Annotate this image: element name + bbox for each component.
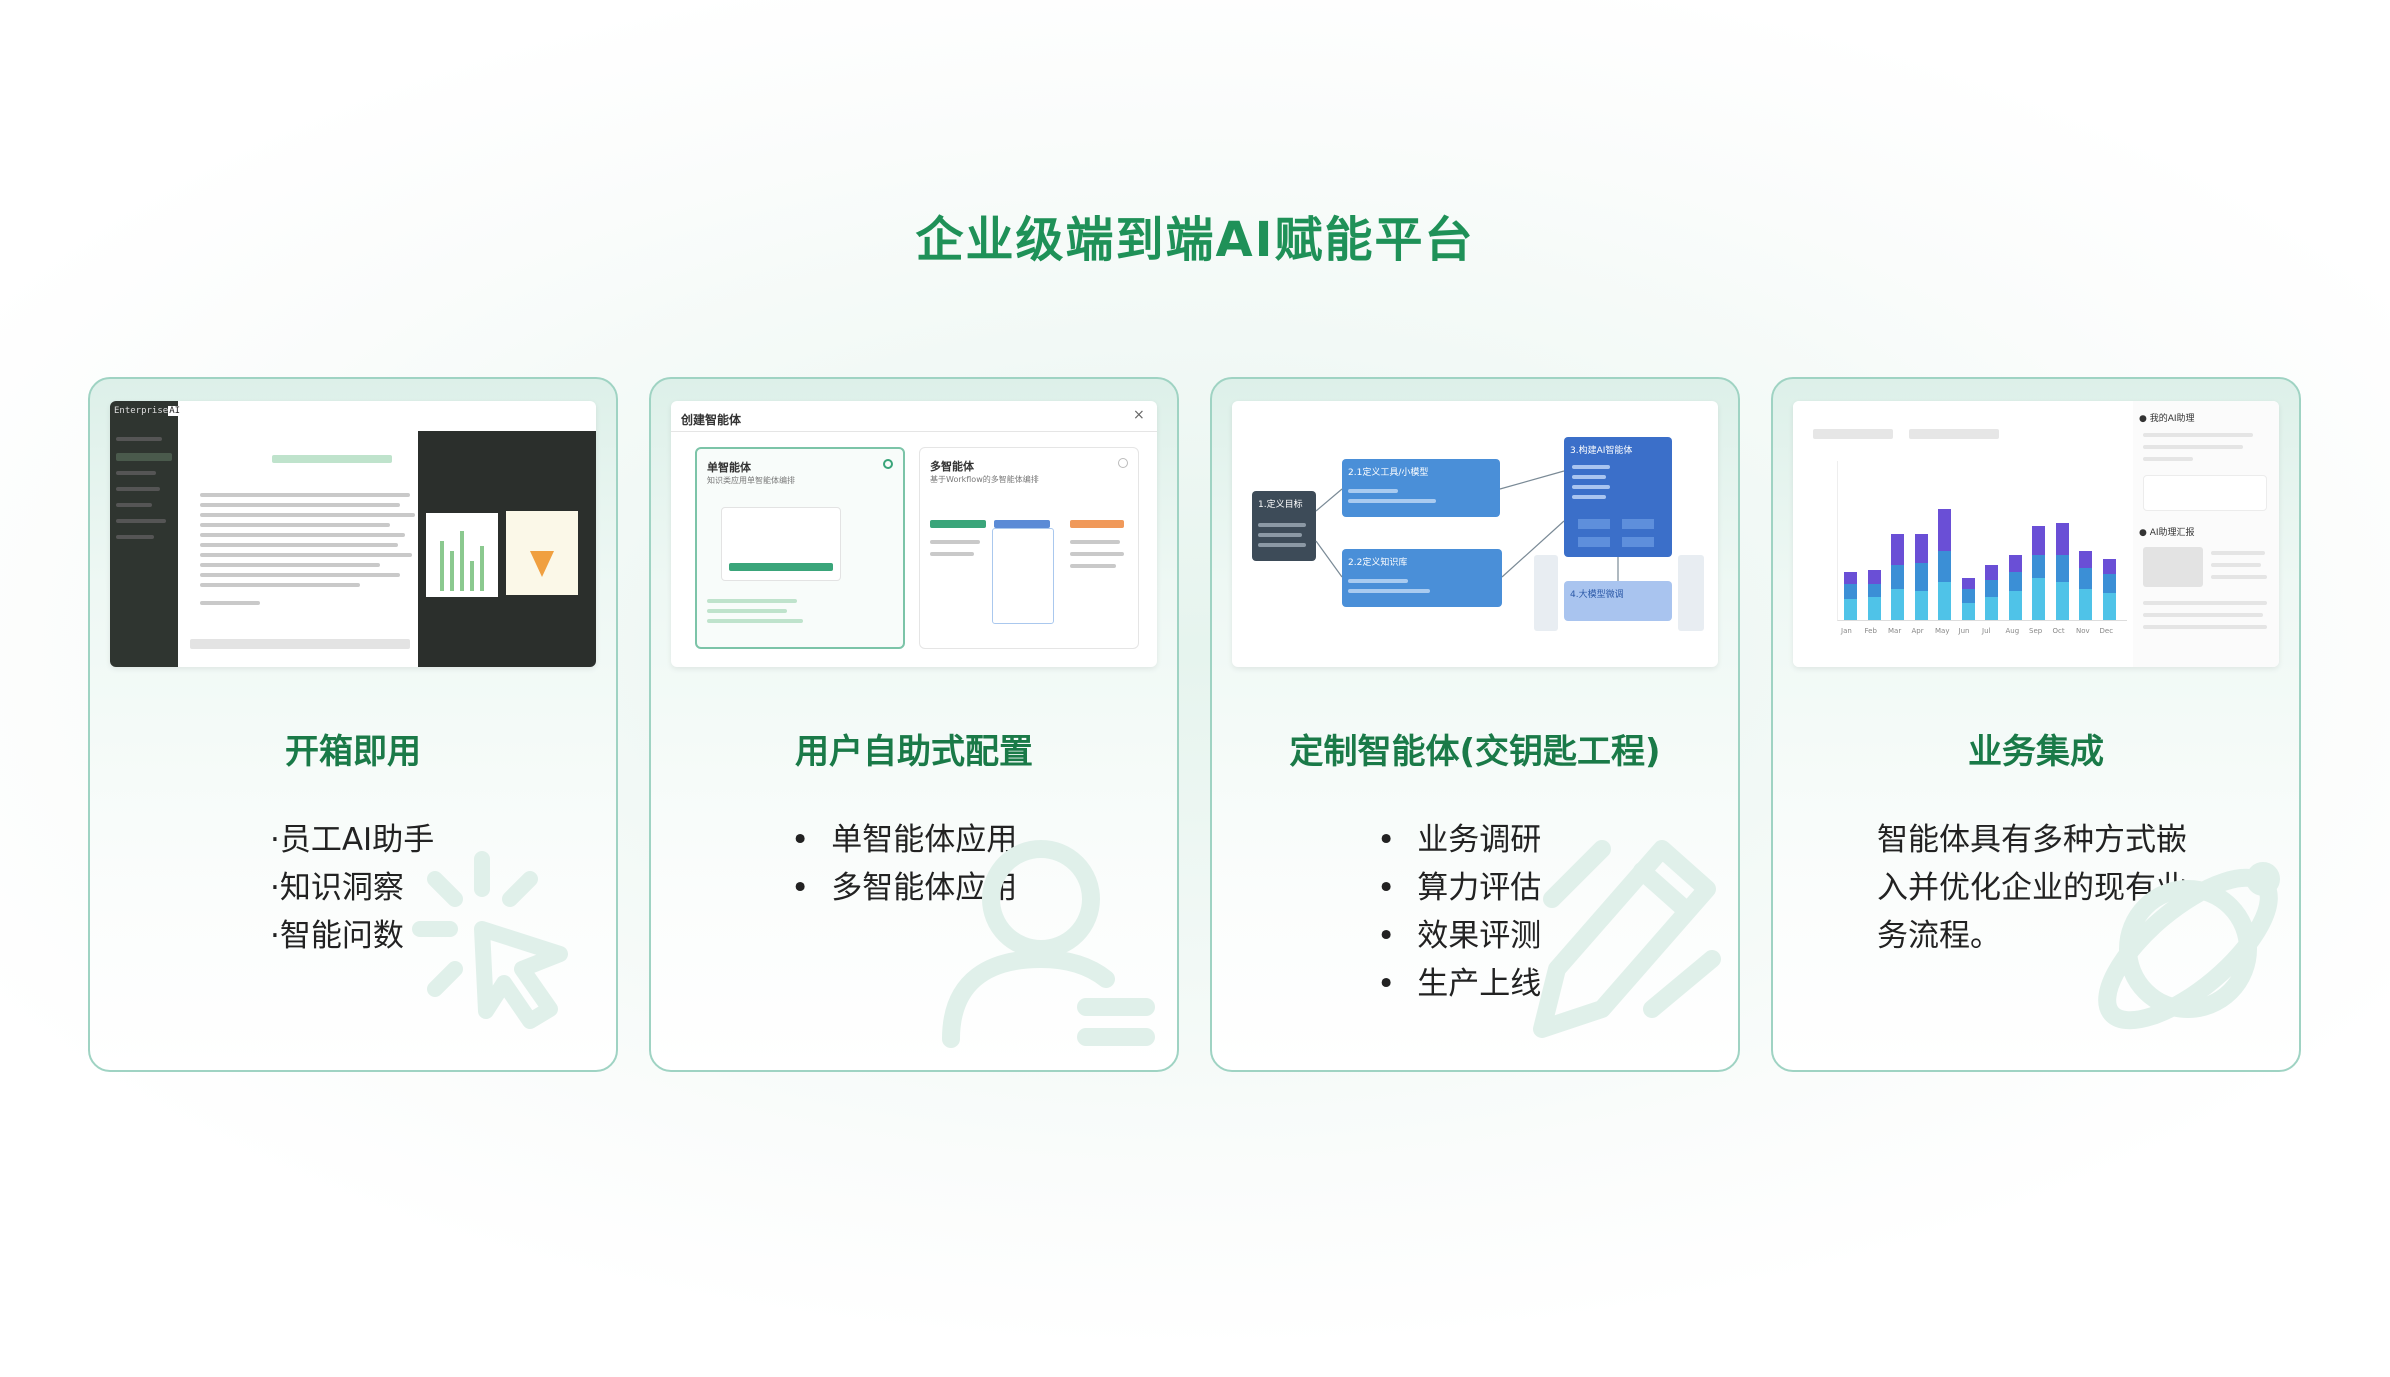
chart-bar — [1891, 565, 1904, 589]
chart-bar — [1985, 580, 1998, 597]
chart-bar — [1961, 603, 1975, 620]
chart-bar — [1961, 578, 1975, 589]
chart-area: Jan Feb Mar Apr May Jun Jul Aug Sep Oct Nov Dec — [1793, 401, 2133, 667]
list-item: ·智能问数 — [270, 918, 404, 954]
list-item: ·员工AI助手 — [270, 822, 435, 858]
option-multi-agent[interactable]: 多智能体 基于Workflow的多智能体编排 — [919, 447, 1139, 649]
month-tick-label: Jan — [1841, 627, 1852, 635]
list-item: 业务调研 — [1377, 816, 1541, 864]
chart-bar — [2079, 550, 2092, 568]
chart-bar — [2055, 554, 2069, 583]
chart-bar — [2032, 554, 2045, 578]
card-title: 开箱即用 — [285, 732, 421, 772]
chart-bar — [2032, 578, 2045, 620]
chart-bar — [1867, 569, 1881, 585]
feature-list: 单智能体应用 多智能体应用 — [791, 816, 1017, 912]
card-out-of-box[interactable]: EnterpriseAI — [88, 377, 618, 1072]
chart-bar — [2008, 590, 2022, 620]
chart-bar — [2079, 588, 2092, 620]
chart-bar — [2079, 567, 2092, 589]
screenshot-create-agent: 创建智能体 × 单智能体 知识类应用单智能体编排 多智能体 基于Workflow… — [671, 401, 1157, 667]
chart-bar — [2032, 525, 2045, 555]
chart-bar — [1914, 533, 1928, 564]
chart-bar — [1867, 596, 1881, 620]
month-tick-label: Oct — [2052, 627, 2065, 635]
step-build-agent: 3.构建AI智能体 — [1564, 437, 1672, 557]
list-item: ·知识洞察 — [270, 870, 404, 906]
step-define-knowledge: 2.2定义知识库 — [1342, 549, 1502, 607]
pencil-ruler-icon — [1533, 840, 1721, 1038]
chart-bar — [2008, 554, 2022, 572]
chart-bar — [2055, 582, 2069, 620]
chart-bar — [1844, 584, 1857, 599]
list-item: 效果评测 — [1377, 912, 1541, 960]
list-item: 多智能体应用 — [791, 864, 1017, 912]
month-tick-label: Dec — [2099, 627, 2114, 635]
chart-bar — [2008, 571, 2022, 591]
step-define-goal: 1.定义目标 — [1252, 491, 1316, 561]
chart-bar — [1891, 533, 1904, 566]
month-tick-label: May — [1935, 627, 1950, 635]
card-title: 业务集成 — [1968, 732, 2104, 772]
chart-bar — [2102, 592, 2116, 620]
chart-bar — [1938, 550, 1951, 583]
chart-bar — [2055, 523, 2069, 555]
month-tick-label: Feb — [1864, 627, 1877, 635]
report-label: ● AI助理汇报 — [2139, 528, 2195, 538]
chart-bar — [1914, 563, 1928, 591]
list-item: 算力评估 — [1377, 864, 1541, 912]
assistant-label: ● 我的AI助理 — [2139, 414, 2195, 424]
month-tick-label: Jul — [1982, 627, 1991, 635]
step-define-tools: 2.1定义工具/小模型 — [1342, 459, 1500, 517]
chart-bar — [1985, 596, 1998, 620]
chart-bar — [1867, 584, 1881, 597]
chart-bar — [1938, 508, 1951, 551]
image-preview-panel — [418, 431, 596, 667]
card-title: 定制智能体(交钥匙工程) — [1289, 732, 1661, 772]
month-tick-label: Nov — [2076, 627, 2090, 635]
chart-bar — [1938, 582, 1951, 620]
close-icon[interactable]: × — [1133, 407, 1145, 423]
app-sidebar: EnterpriseAI — [110, 401, 182, 667]
list-item: 生产上线 — [1377, 960, 1541, 1008]
month-tick-label: Aug — [2005, 627, 2020, 635]
chart-bar — [2102, 573, 2116, 593]
feature-list: 业务调研 算力评估 效果评测 生产上线 — [1377, 816, 1541, 1008]
month-tick-label: Mar — [1888, 627, 1902, 635]
chart-bar — [1914, 590, 1928, 620]
card-title: 用户自助式配置 — [795, 732, 1033, 772]
list-item: 单智能体应用 — [791, 816, 1017, 864]
page-title: 企业级端到端AI赋能平台 — [915, 212, 1475, 268]
card-self-service[interactable]: 创建智能体 × 单智能体 知识类应用单智能体编排 多智能体 基于Workflow… — [649, 377, 1179, 1072]
month-tick-label: Sep — [2029, 627, 2043, 635]
screenshot-dashboard: Jan Feb Mar Apr May Jun Jul Aug Sep Oct Nov Dec ● 我… — [1793, 401, 2279, 667]
option-single-agent[interactable]: 单智能体 知识类应用单智能体编排 — [695, 447, 905, 649]
chart-bar — [1844, 571, 1857, 585]
month-tick-label: Apr — [1911, 627, 1924, 635]
chart-bar — [1891, 588, 1904, 620]
chart-bar — [1961, 588, 1975, 604]
screenshot-chat-app: EnterpriseAI — [110, 401, 596, 667]
card-business-integration[interactable]: Jan Feb Mar Apr May Jun Jul Aug Sep Oct Nov Dec ● 我… — [1771, 377, 2301, 1072]
chart-bar — [1985, 565, 1998, 581]
screenshot-workflow-diagram: 1.定义目标 2.1定义工具/小模型 2.2定义知识库 3.构建AI智能体 — [1232, 401, 1718, 667]
card-description: 智能体具有多种方式嵌入并优化企业的现有业务流程。 — [1877, 822, 2187, 954]
chart-bar — [2102, 559, 2116, 574]
month-tick-label: Jun — [1958, 627, 1970, 635]
feature-list: ·员工AI助手 ·知识洞察 ·智能问数 — [270, 816, 434, 960]
chart-bar — [1844, 599, 1857, 620]
step-finetune: 4.大模型微调 — [1564, 581, 1672, 621]
card-custom-agent[interactable]: 1.定义目标 2.1定义工具/小模型 2.2定义知识库 3.构建AI智能体 — [1210, 377, 1740, 1072]
